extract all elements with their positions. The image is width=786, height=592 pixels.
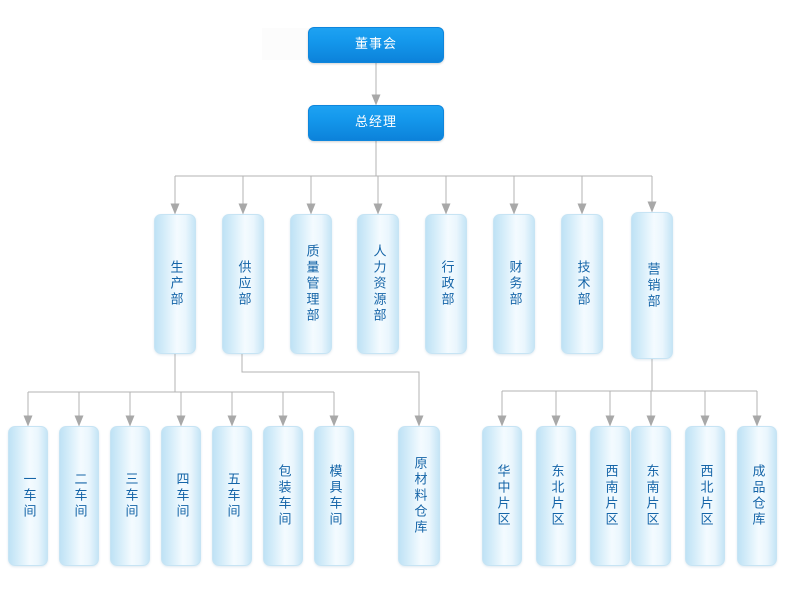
node-label: 东北片区 — [548, 464, 564, 528]
node-workshop-2[interactable]: 二车间 — [59, 426, 99, 566]
node-label: 东南片区 — [643, 464, 659, 528]
node-department-technology[interactable]: 技术部 — [561, 214, 603, 354]
node-board-of-directors[interactable]: 董事会 — [308, 27, 444, 63]
node-department-quality-management[interactable]: 质量管理部 — [290, 214, 332, 354]
node-label: 三车间 — [122, 472, 138, 520]
node-label: 供应部 — [235, 260, 251, 308]
node-label: 技术部 — [574, 260, 590, 308]
background-watermark — [262, 28, 310, 60]
node-label: 质量管理部 — [303, 244, 319, 324]
node-label: 行政部 — [438, 260, 454, 308]
node-department-human-resources[interactable]: 人力资源部 — [357, 214, 399, 354]
node-label: 财务部 — [506, 260, 522, 308]
node-region-southwest[interactable]: 西南片区 — [590, 426, 630, 566]
node-label: 西南片区 — [602, 464, 618, 528]
node-general-manager[interactable]: 总经理 — [308, 105, 444, 141]
node-region-northeast[interactable]: 东北片区 — [536, 426, 576, 566]
node-region-central-china[interactable]: 华中片区 — [482, 426, 522, 566]
node-label: 华中片区 — [494, 464, 510, 528]
node-label: 原材料仓库 — [411, 456, 427, 536]
node-department-administration[interactable]: 行政部 — [425, 214, 467, 354]
node-workshop-packaging[interactable]: 包装车间 — [263, 426, 303, 566]
node-label: 西北片区 — [697, 464, 713, 528]
node-finished-goods-warehouse[interactable]: 成品仓库 — [737, 426, 777, 566]
node-label: 一车间 — [20, 472, 36, 520]
node-raw-material-warehouse[interactable]: 原材料仓库 — [398, 426, 440, 566]
node-label: 五车间 — [224, 472, 240, 520]
node-department-production[interactable]: 生产部 — [154, 214, 196, 354]
node-label: 董事会 — [354, 37, 397, 52]
node-workshop-5[interactable]: 五车间 — [212, 426, 252, 566]
node-department-marketing[interactable]: 营销部 — [631, 212, 673, 359]
node-label: 生产部 — [167, 260, 183, 308]
node-label: 二车间 — [71, 472, 87, 520]
node-workshop-1[interactable]: 一车间 — [8, 426, 48, 566]
node-department-supply[interactable]: 供应部 — [222, 214, 264, 354]
node-workshop-mold[interactable]: 模具车间 — [314, 426, 354, 566]
node-label: 四车间 — [173, 472, 189, 520]
node-region-southeast[interactable]: 东南片区 — [631, 426, 671, 566]
node-label: 包装车间 — [275, 464, 291, 528]
node-label: 人力资源部 — [370, 244, 386, 324]
node-label: 总经理 — [354, 115, 397, 130]
node-label: 营销部 — [644, 261, 660, 310]
node-label: 模具车间 — [326, 464, 342, 528]
node-department-finance[interactable]: 财务部 — [493, 214, 535, 354]
node-workshop-4[interactable]: 四车间 — [161, 426, 201, 566]
node-label: 成品仓库 — [749, 464, 765, 528]
node-region-northwest[interactable]: 西北片区 — [685, 426, 725, 566]
node-workshop-3[interactable]: 三车间 — [110, 426, 150, 566]
